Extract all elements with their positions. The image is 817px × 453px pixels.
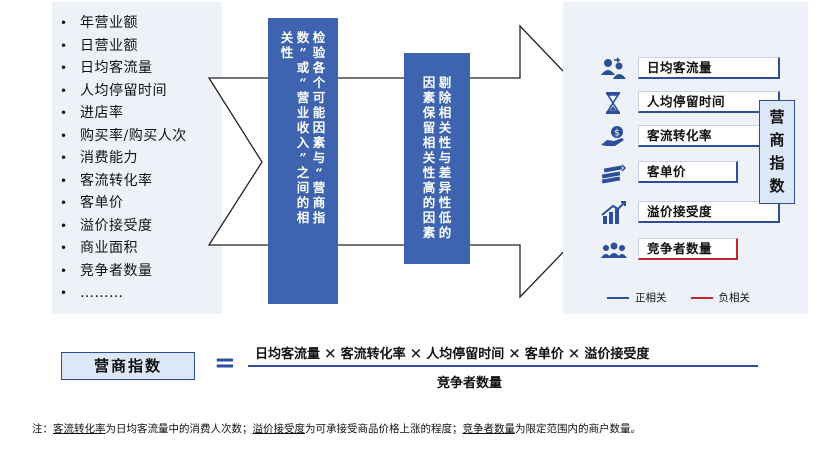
factor-list: • 年营业额 • 日营业额 • 日均客流量 • 人均停留时间 • 进店率 • 购买率/购买人次 • 消费能… xyxy=(60,12,187,305)
bullet-dot: • xyxy=(60,38,68,53)
factor-item: • 客单价 xyxy=(60,192,187,215)
times-sign: × xyxy=(409,344,423,362)
target-box: 营商指数 xyxy=(759,100,795,204)
target-char: 数 xyxy=(769,177,785,195)
factor-label: 年营业额 xyxy=(80,15,138,31)
people-flow-icon xyxy=(600,57,628,81)
bullet-dot: • xyxy=(60,241,68,255)
numerator-term: 日均客流量 xyxy=(255,347,321,362)
factor-item: • 日营业额 xyxy=(60,35,187,58)
legend: 正相关 负相关 xyxy=(607,290,774,305)
factor-item: • 商业面积 xyxy=(60,237,187,260)
factor-item: • ……… xyxy=(60,282,187,305)
bullet-dot: • xyxy=(60,106,68,120)
note-term2: 溢价接受度 xyxy=(252,423,306,435)
times-sign: × xyxy=(324,344,337,362)
factor-label: 日营业额 xyxy=(80,37,138,54)
text-column: 关性 xyxy=(280,30,294,60)
factor-item: • 溢价接受度 xyxy=(60,215,187,238)
bullet-dot: • xyxy=(60,218,68,233)
factor-label: 进店率 xyxy=(80,105,124,121)
bullet-dot: • xyxy=(60,83,68,98)
group-icon xyxy=(600,238,628,262)
step1-box: 检验各个可能因素与“营商指数”或“营业收入”之间的相关性 xyxy=(268,18,338,304)
cash-stack-icon xyxy=(600,161,628,185)
equals-sign: = xyxy=(214,348,236,378)
metric-label: 日均客流量 xyxy=(638,57,780,79)
times-sign: × xyxy=(508,344,521,362)
factor-label: 溢价接受度 xyxy=(80,217,153,234)
factor-item: • 消费能力 xyxy=(60,147,187,170)
factor-item: • 进店率 xyxy=(60,102,187,125)
numerator-term: 人均停留时间 xyxy=(426,347,505,362)
metric-label: 溢价接受度 xyxy=(638,201,780,223)
footnote: 注：客流转化率为日均客流量中的消费人次数；溢价接受度为可承接受商品价格上涨的程度… xyxy=(32,421,641,436)
factor-label: 日均客流量 xyxy=(80,60,153,76)
metric-label: 人均停留时间 xyxy=(638,91,780,113)
factor-label: 消费能力 xyxy=(80,150,138,166)
bullet-dot: • xyxy=(60,128,68,143)
factor-label: 客流转化率 xyxy=(80,172,153,189)
legend-positive-line xyxy=(607,296,629,299)
metric-label: 竞争者数量 xyxy=(638,238,738,260)
note-def2: 为可承接受商品价格上涨的程度； xyxy=(305,423,463,435)
text-column: 检验各个可能因素与“营商指 xyxy=(312,30,326,225)
note-term1: 客流转化率 xyxy=(53,423,106,435)
hand-coin-icon: $ xyxy=(600,125,628,149)
numerator-term: 溢价接受度 xyxy=(584,347,650,362)
legend-negative-line xyxy=(690,296,713,299)
factor-label: ……… xyxy=(80,285,124,301)
fraction-line xyxy=(248,365,758,367)
note-term3: 竞争者数量 xyxy=(462,423,516,435)
text-column: 因素保留相关性高的因素 xyxy=(422,75,436,240)
bullet-dot: • xyxy=(60,263,68,278)
formula-label: 营商指数 xyxy=(61,352,195,380)
target-char: 营 xyxy=(769,108,785,126)
note-def3: 为限定范围内的商户数量。 xyxy=(515,423,641,435)
factor-label: 购买率/购买人次 xyxy=(80,127,187,144)
formula-denominator: 竞争者数量 xyxy=(437,376,503,391)
factor-label: 客单价 xyxy=(80,195,124,211)
factor-item: • 年营业额 xyxy=(60,12,187,35)
bullet-dot: • xyxy=(60,16,68,30)
times-sign: × xyxy=(567,344,581,362)
formula-numerator: 日均客流量×客流转化率×人均停留时间×客单价×溢价接受度 xyxy=(255,343,649,362)
factor-item: • 人均停留时间 xyxy=(60,80,187,103)
target-char: 指 xyxy=(769,154,785,172)
bullet-dot: • xyxy=(60,61,68,75)
metric-label: 客单价 xyxy=(638,161,738,183)
factor-panel xyxy=(52,2,222,314)
factor-label: 人均停留时间 xyxy=(80,82,167,99)
note-def1: 为日均客流量中的消费人次数； xyxy=(105,423,253,435)
legend-positive-label: 正相关 xyxy=(635,292,667,304)
target-char: 商 xyxy=(769,131,785,149)
bullet-dot: • xyxy=(60,173,68,188)
note-prefix: 注： xyxy=(32,423,53,435)
factor-item: • 客流转化率 xyxy=(60,170,187,193)
factor-item: • 竞争者数量 xyxy=(60,260,187,283)
legend-negative: 负相关 xyxy=(690,290,751,305)
text-column: 数”或“营业收入”之间的相 xyxy=(296,30,310,225)
bullet-dot: • xyxy=(60,151,68,165)
hourglass-icon xyxy=(600,91,628,115)
rising-chart-icon xyxy=(600,201,628,225)
numerator-term: 客单价 xyxy=(524,347,564,362)
svg-text:$: $ xyxy=(614,129,620,139)
bullet-dot: • xyxy=(60,286,68,300)
factor-item: • 购买率/购买人次 xyxy=(60,125,187,148)
legend-positive: 正相关 xyxy=(607,290,667,305)
bullet-dot: • xyxy=(60,196,68,210)
numerator-term: 客流转化率 xyxy=(340,347,406,362)
factor-label: 竞争者数量 xyxy=(80,262,153,279)
text-column: 剔除相关性与差异性低的 xyxy=(438,75,452,240)
factor-label: 商业面积 xyxy=(80,240,138,256)
legend-negative-label: 负相关 xyxy=(718,292,751,304)
factor-item: • 日均客流量 xyxy=(60,57,187,80)
step2-box: 剔除相关性与差异性低的因素保留相关性高的因素 xyxy=(404,53,470,264)
